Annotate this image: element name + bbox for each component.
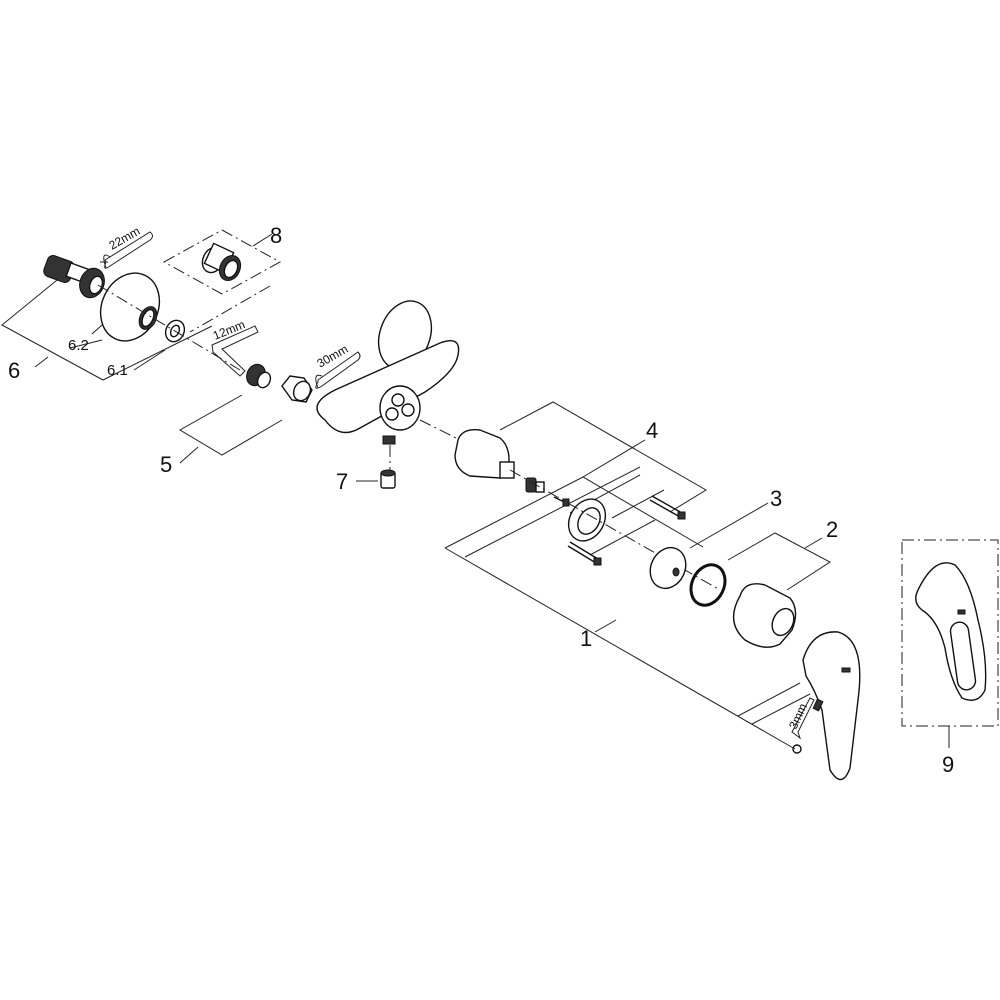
callout-6-2: 6.2 <box>68 337 89 354</box>
callout-2: 2 <box>826 517 838 542</box>
mixer-body <box>316 300 460 445</box>
callout-9-frame <box>901 539 999 748</box>
hex-key-12mm-icon <box>211 325 259 377</box>
o-ring <box>689 563 727 607</box>
callout-5-bracket <box>179 394 283 464</box>
retaining-ring <box>567 498 607 542</box>
callout-1-bracket <box>444 547 811 750</box>
callout-2-bracket <box>727 532 831 591</box>
threaded-nipple <box>246 363 272 389</box>
union-nut <box>281 375 313 403</box>
tool-label-30mm: 30mm <box>315 342 351 371</box>
callout-6-bracket <box>1 275 213 381</box>
screw-small <box>553 496 570 507</box>
callout-1: 1 <box>580 626 592 651</box>
adapter <box>525 477 545 493</box>
callout-6-1: 6.1 <box>107 362 128 379</box>
callout-6: 6 <box>8 358 20 383</box>
eccentric-connector <box>43 255 105 299</box>
callout-8-frame <box>162 229 282 333</box>
wrench-22mm-icon <box>100 231 153 269</box>
long-screw-top <box>649 495 686 520</box>
grub-screw <box>792 698 824 754</box>
alternate-lever-handle <box>915 562 987 701</box>
callout-7: 7 <box>336 469 348 494</box>
callout-4: 4 <box>646 418 658 443</box>
wrench-30mm-icon <box>315 351 361 389</box>
cap-cover <box>732 583 797 648</box>
callout-3-leader <box>689 502 769 549</box>
callout-5: 5 <box>160 452 172 477</box>
handle-adapter <box>649 546 687 590</box>
flow-restrictor <box>380 469 396 489</box>
hex-key-3mm-icon <box>791 697 815 740</box>
callout-3: 3 <box>770 486 782 511</box>
lever-handle <box>802 631 861 781</box>
cartridge <box>454 429 515 479</box>
callout-9: 9 <box>942 752 954 777</box>
long-screw-bottom <box>567 541 602 566</box>
tool-label-12mm: 12mm <box>211 317 247 342</box>
callout-8: 8 <box>270 223 282 248</box>
